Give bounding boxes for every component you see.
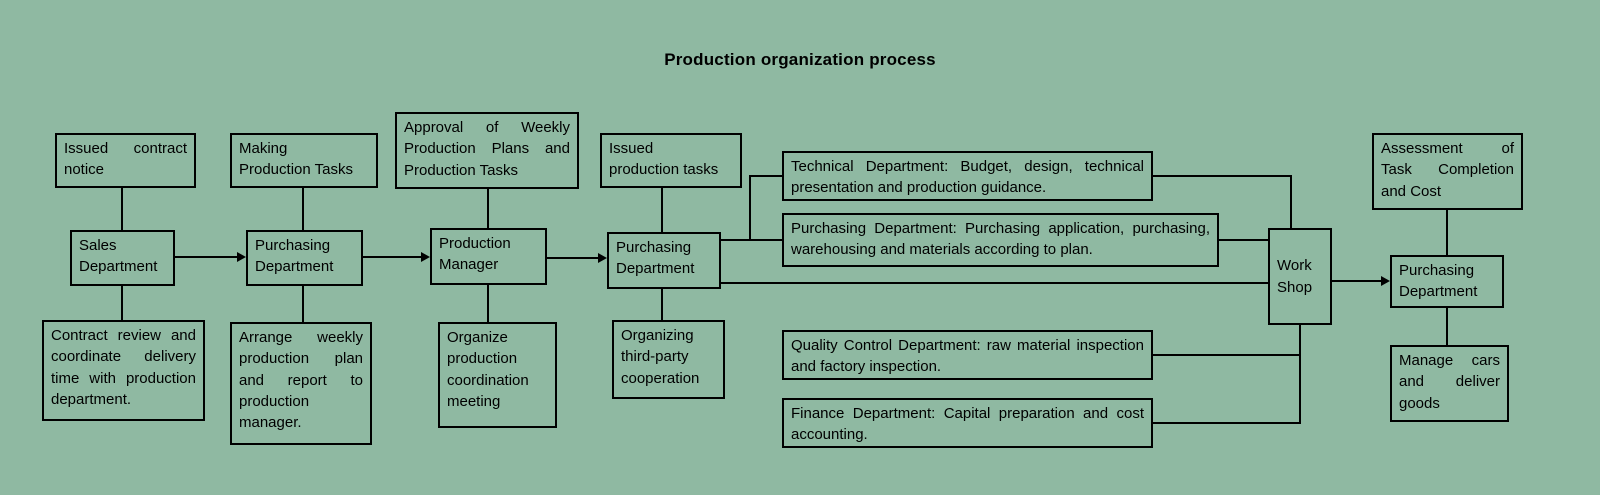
node-purchasing-department-2: Purchasing Department — [607, 232, 721, 289]
connector-purchasing2-to-third-party — [661, 289, 663, 320]
node-purchasing-department-1: Purchasing Department — [246, 230, 363, 286]
node-technical-department: Technical Department: Budget, design, te… — [782, 151, 1153, 201]
connector-quality-control-to-stem — [1153, 354, 1301, 356]
page-title: Production organization process — [664, 50, 936, 69]
connector-purchasing-dept-box-to-work-shop — [1219, 239, 1268, 241]
connector-elbow-up-to-technical — [749, 175, 751, 241]
node-approval-weekly-plans: Approval of Weekly Production Plans and … — [395, 112, 579, 189]
node-manage-cars-deliver-goods: Manage cars and deliver goods — [1390, 345, 1509, 422]
arrowhead-production-manager-to-purchasing2 — [598, 253, 607, 263]
arrow-sales-to-purchasing1 — [175, 256, 237, 258]
arrow-production-manager-to-purchasing2 — [547, 257, 598, 259]
connector-technical-to-elbow — [1153, 175, 1292, 177]
node-work-shop: Work Shop — [1268, 228, 1332, 325]
connector-into-technical — [749, 175, 782, 177]
connector-sales-to-contract-review — [121, 286, 123, 320]
node-purchasing-department-3: Purchasing Department: Purchasing applic… — [782, 213, 1219, 267]
node-issued-production-tasks: Issued production tasks — [600, 133, 742, 188]
arrowhead-work-shop-to-purchasing4 — [1381, 276, 1390, 286]
connector-work-shop-down-stem — [1299, 325, 1301, 424]
node-purchasing-department-4: Purchasing Department — [1390, 255, 1504, 308]
connector-finance-to-stem — [1153, 422, 1301, 424]
node-production-manager: Production Manager — [430, 228, 547, 285]
node-quality-control-department: Quality Control Department: raw material… — [782, 330, 1153, 380]
node-making-production-tasks: Making Production Tasks — [230, 133, 378, 188]
arrow-work-shop-to-purchasing4 — [1332, 280, 1381, 282]
connector-purchasing4-to-manage-cars — [1446, 308, 1448, 345]
arrowhead-purchasing1-to-production-manager — [421, 252, 430, 262]
connector-issued-tasks-to-purchasing2 — [661, 188, 663, 232]
node-arrange-weekly-plan: Arrange weekly production plan and repor… — [230, 322, 372, 445]
connector-approval-to-production-manager — [487, 189, 489, 228]
node-organize-coordination-meeting: Organize production coordination meeting — [438, 322, 557, 428]
connector-production-manager-to-meeting — [487, 285, 489, 322]
connector-purchasing1-to-arrange-plan — [302, 286, 304, 322]
arrow-purchasing1-to-production-manager — [363, 256, 421, 258]
connector-assessment-to-purchasing4 — [1446, 210, 1448, 255]
arrowhead-sales-to-purchasing1 — [237, 252, 246, 262]
connector-issued-contract-to-sales — [121, 188, 123, 230]
node-sales-department: Sales Department — [70, 230, 175, 286]
node-issued-contract-notice: Issued contract notice — [55, 133, 196, 188]
node-finance-department: Finance Department: Capital preparation … — [782, 398, 1153, 448]
connector-making-tasks-to-purchasing1 — [302, 188, 304, 230]
node-organizing-third-party: Organizing third-party cooperation — [612, 320, 725, 399]
connector-purchasing2-to-purchasing-dept-box — [721, 239, 782, 241]
node-assessment-task-completion: Assessment of Task Completion and Cost — [1372, 133, 1523, 210]
connector-purchasing2-to-work-shop — [721, 282, 1268, 284]
node-contract-review: Contract review and coordinate delivery … — [42, 320, 205, 421]
connector-elbow-down-to-work-shop — [1290, 175, 1292, 228]
